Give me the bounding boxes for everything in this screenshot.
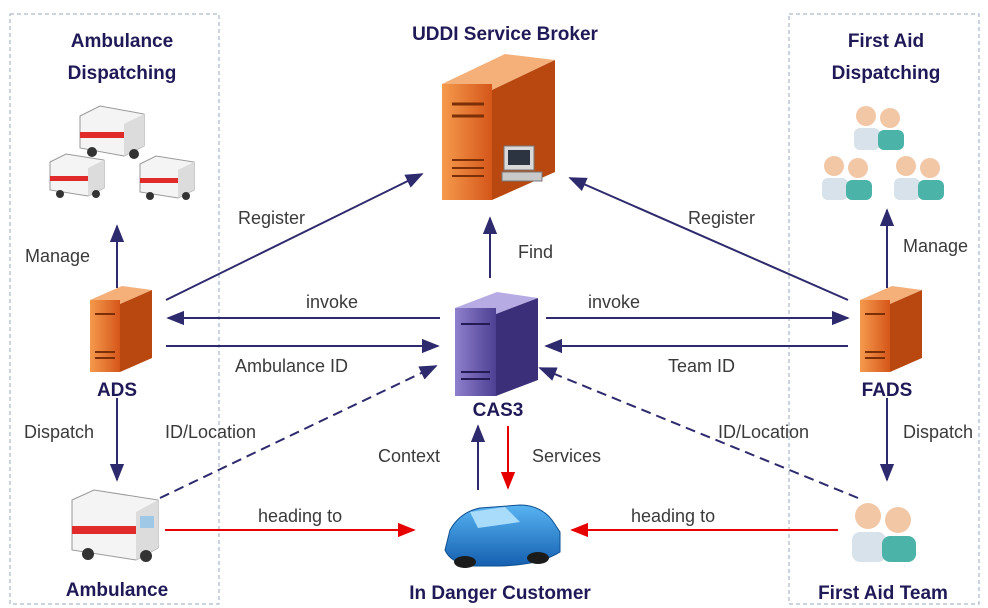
ads-server-icon	[90, 286, 152, 372]
id-location-left-label: ID/Location	[165, 422, 256, 442]
context-label: Context	[378, 446, 440, 466]
ambulance-dispatching-title-line2: Dispatching	[68, 63, 177, 84]
cas3-server-icon	[455, 292, 538, 396]
heading-to-right-label: heading to	[631, 506, 715, 526]
services-label: Services	[532, 446, 601, 466]
left-panel	[9, 13, 220, 605]
first-aid-team-label: First Aid Team	[818, 583, 948, 604]
dispatch-left-label: Dispatch	[24, 422, 94, 442]
ambulance-fleet-icon	[49, 105, 195, 200]
manage-right-label: Manage	[903, 236, 968, 256]
register-left-label: Register	[238, 208, 305, 228]
id-location-right-label: ID/Location	[718, 422, 809, 442]
register-left-arrow	[165, 173, 424, 301]
ambulance-id-label: Ambulance ID	[235, 356, 348, 376]
team-id-label: Team ID	[668, 356, 735, 376]
register-right-arrow	[568, 177, 849, 301]
register-right-label: Register	[688, 208, 755, 228]
first-aid-team-icon	[852, 503, 916, 562]
customer-label: In Danger Customer	[409, 583, 591, 604]
uddi-title: UDDI Service Broker	[412, 24, 598, 45]
uddi-server-icon	[442, 54, 555, 200]
arrows	[109, 173, 895, 538]
first-aid-dispatching-title-line2: Dispatching	[832, 63, 941, 84]
heading-to-left-label: heading to	[258, 506, 342, 526]
first-aid-dispatching-title-line1: First Aid	[848, 31, 924, 52]
ambulance-icon	[71, 489, 159, 562]
dispatch-right-label: Dispatch	[903, 422, 973, 442]
fads-server-icon	[860, 286, 922, 372]
right-panel	[788, 13, 980, 605]
manage-left-label: Manage	[25, 246, 90, 266]
ambulance-dispatching-title-line1: Ambulance	[71, 31, 173, 52]
invoke-left-label: invoke	[306, 292, 358, 312]
id-location-left-arrow	[159, 365, 438, 499]
ads-label: ADS	[97, 380, 137, 401]
find-label: Find	[518, 242, 553, 262]
invoke-right-label: invoke	[588, 292, 640, 312]
first-aid-staff-icon	[822, 106, 944, 200]
ambulance-label: Ambulance	[66, 580, 168, 601]
car-icon	[444, 504, 561, 568]
fads-label: FADS	[862, 380, 913, 401]
cas3-label: CAS3	[473, 400, 524, 421]
id-location-right-arrow	[538, 367, 859, 499]
